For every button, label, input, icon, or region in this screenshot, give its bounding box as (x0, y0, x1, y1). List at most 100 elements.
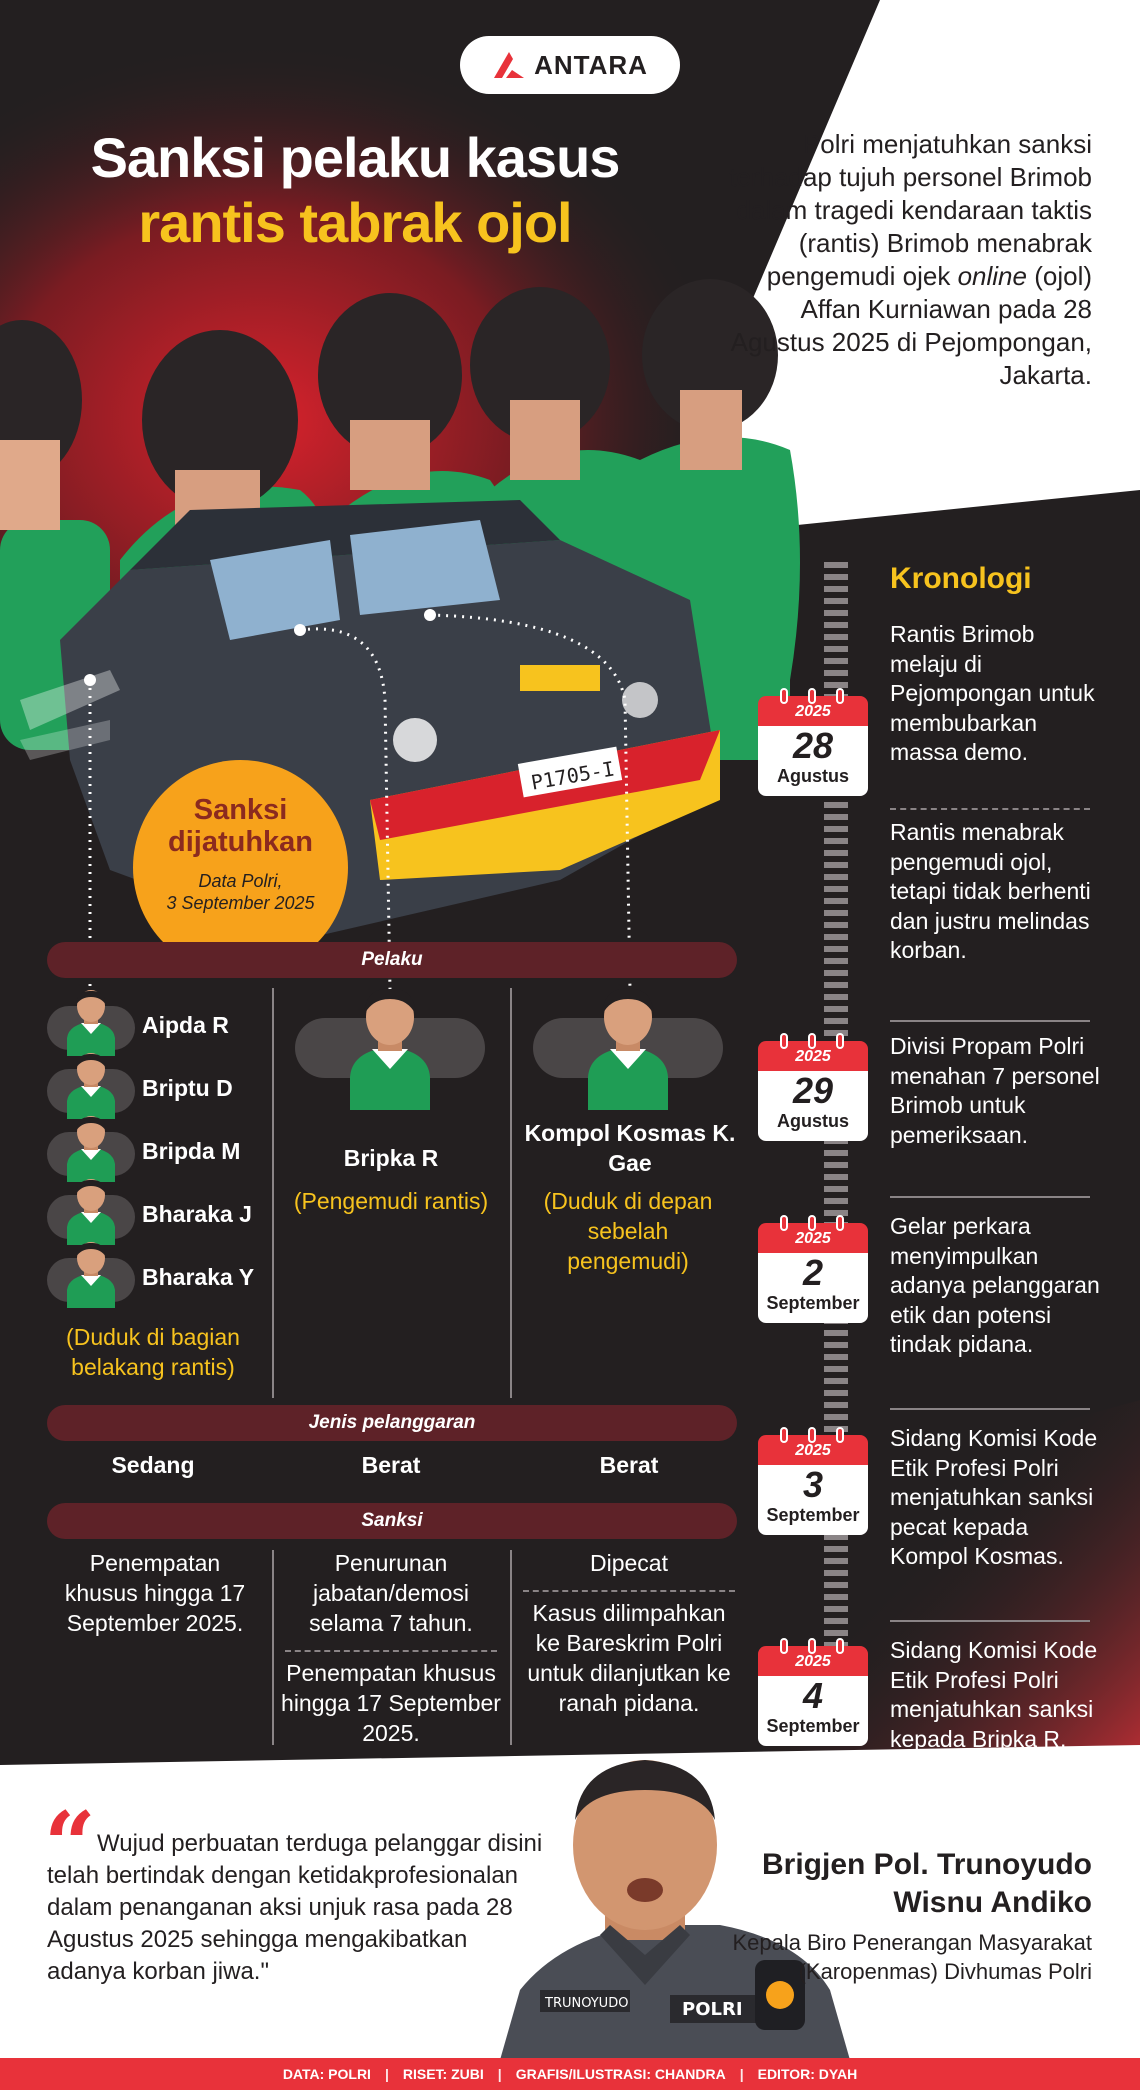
group1-name: Aipda R (142, 1012, 229, 1038)
calendar-month: September (766, 1505, 860, 1525)
officer-nametag: TRUNOYUDO (544, 1996, 628, 2011)
calendar-ring (808, 1033, 816, 1049)
column-divider (272, 1550, 274, 1745)
calendar-day: 3 (802, 1464, 824, 1505)
group3-sanction-referral: Kasus dilimpahkan ke Bareskrim Polri unt… (527, 1600, 731, 1716)
calendar-day: 2 (802, 1252, 824, 1293)
intro-text-italic: online (957, 261, 1027, 291)
credit-graphics: GRAFIS/ILUSTRASI: CHANDRA (515, 2066, 726, 2082)
calendar-day: 29 (792, 1070, 834, 1111)
quote-author-role: Kepala Biro Penerangan Masyarakat (Karop… (732, 1930, 1092, 1984)
kronologi-divider (890, 1620, 1090, 1622)
intro-text-before: Polri menjatuhkan sanksi terhadap tujuh … (729, 129, 1092, 291)
calendar-ring (780, 1215, 788, 1231)
calendar-ring (836, 1638, 844, 1654)
calendar-ring (836, 1215, 844, 1231)
person-icon (350, 988, 430, 1110)
section-bar-pelaku: Pelaku (47, 942, 737, 978)
quote-author-name: Brigjen Pol. Trunoyudo Wisnu Andiko (762, 1848, 1092, 1919)
sanksi-badge-source: Data Polri, 3 September 2025 (133, 870, 348, 914)
pointer-lines (88, 613, 632, 1000)
calendar-month: September (766, 1716, 860, 1736)
kronologi-event-text: Sidang Komisi Kode Etik Profesi Polri me… (890, 1637, 1098, 1752)
calendar-day: 28 (792, 725, 834, 766)
group2-name: Bripka R (343, 1145, 439, 1171)
calendar-ring (836, 1033, 844, 1049)
page-title-line1: Sanksi pelaku kasus (90, 126, 621, 189)
page-title-line2: rantis tabrak ojol (138, 191, 572, 254)
group3-name: Kompol Kosmas K. Gae (524, 1120, 736, 1176)
column-divider (272, 988, 274, 1398)
calendar-month: Agustus (777, 766, 849, 786)
calendar-ring (808, 1638, 816, 1654)
kronologi-divider (890, 1196, 1090, 1198)
calendar-ring (780, 1427, 788, 1443)
person-icon (67, 1179, 115, 1245)
kronologi-title: Kronologi (890, 562, 1032, 595)
group2-sanction-demotion: Penurunan jabatan/demosi selama 7 tahun. (309, 1550, 473, 1636)
group1-violation: Sedang (111, 1452, 195, 1478)
credit-data: DATA: POLRI (282, 2066, 371, 2082)
officer-illustration: TRUNOYUDO POLRI (500, 1760, 850, 2060)
group3-role: (Duduk di depan sebelah pengemudi) (543, 1188, 713, 1274)
kronologi-event-text: Rantis Brimob melaju di Pejompongan untu… (890, 621, 1095, 765)
credit-separator: | (384, 2066, 389, 2082)
column-divider (510, 1550, 512, 1745)
credit-editor: EDITOR: DYAH (757, 2066, 858, 2082)
intro-panel (650, 0, 1140, 540)
group2-violation: Berat (361, 1452, 421, 1478)
kronologi-event-text: Sidang Komisi Kode Etik Profesi Polri me… (890, 1425, 1098, 1569)
calendar-month: September (766, 1293, 860, 1313)
kronologi-event-text: Rantis menabrak pengemudi ojol, tetapi t… (890, 819, 1091, 963)
calendar-day: 4 (802, 1675, 824, 1716)
quote-mark-icon: “ (44, 1792, 96, 1898)
calendar-ring (780, 688, 788, 704)
intro-text: Polri menjatuhkan sanksi terhadap tujuh … (720, 128, 1092, 392)
quote-text: Wujud perbuatan terduga pelanggar disini… (47, 1830, 543, 1985)
kronologi-event-text: Divisi Propam Polri menahan 7 personel B… (890, 1033, 1100, 1148)
calendar-year: 2025 (758, 1435, 868, 1465)
person-icon (67, 1053, 115, 1119)
antara-logo-icon (494, 52, 525, 78)
credit-separator: | (497, 2066, 502, 2082)
officer-badge: POLRI (682, 1999, 743, 2020)
calendar-ring (780, 1638, 788, 1654)
credit-research: RISET: ZUBI (402, 2066, 484, 2082)
calendar-month: Agustus (777, 1111, 849, 1131)
group3-sanction-dismissal: Dipecat (590, 1550, 668, 1576)
sanksi-badge-title: Sanksi dijatuhkan (167, 794, 313, 858)
divider (285, 1650, 497, 1652)
kronologi-divider (890, 1020, 1090, 1022)
quote-panel (0, 1745, 1140, 2060)
person-icon (67, 990, 115, 1056)
divider (523, 1590, 735, 1592)
calendar-ring (780, 1033, 788, 1049)
calendar-ring (836, 688, 844, 704)
group1-role: (Duduk di bagian belakang rantis) (66, 1324, 240, 1380)
credit-separator: | (739, 2066, 744, 2082)
group1-name: Bharaka Y (142, 1264, 255, 1290)
kronologi-event-text: Gelar perkara menyimpulkan adanya pelang… (890, 1213, 1100, 1357)
intro-text-after: (ojol) Affan Kurniawan pada 28 Agustus 2… (730, 261, 1092, 390)
group1-name: Bripda M (142, 1138, 241, 1164)
credits-footer: DATA: POLRI | RISET: ZUBI | GRAFIS/ILUSTRA… (0, 2058, 1140, 2090)
person-icon (67, 1242, 115, 1308)
group2-sanction-placement: Penempatan khusus hingga 17 September 20… (281, 1660, 501, 1746)
section-bar-jenis-pelanggaran: Jenis pelanggaran (47, 1405, 737, 1441)
group3-violation: Berat (599, 1452, 659, 1478)
sanksi-badge-date: 3 September 2025 (166, 893, 315, 913)
group1-name: Bharaka J (142, 1201, 252, 1227)
group1-name: Briptu D (142, 1075, 233, 1101)
logo-text: ANTARA (534, 49, 648, 80)
column-divider (510, 988, 512, 1398)
group2-role: (Pengemudi rantis) (293, 1188, 489, 1214)
